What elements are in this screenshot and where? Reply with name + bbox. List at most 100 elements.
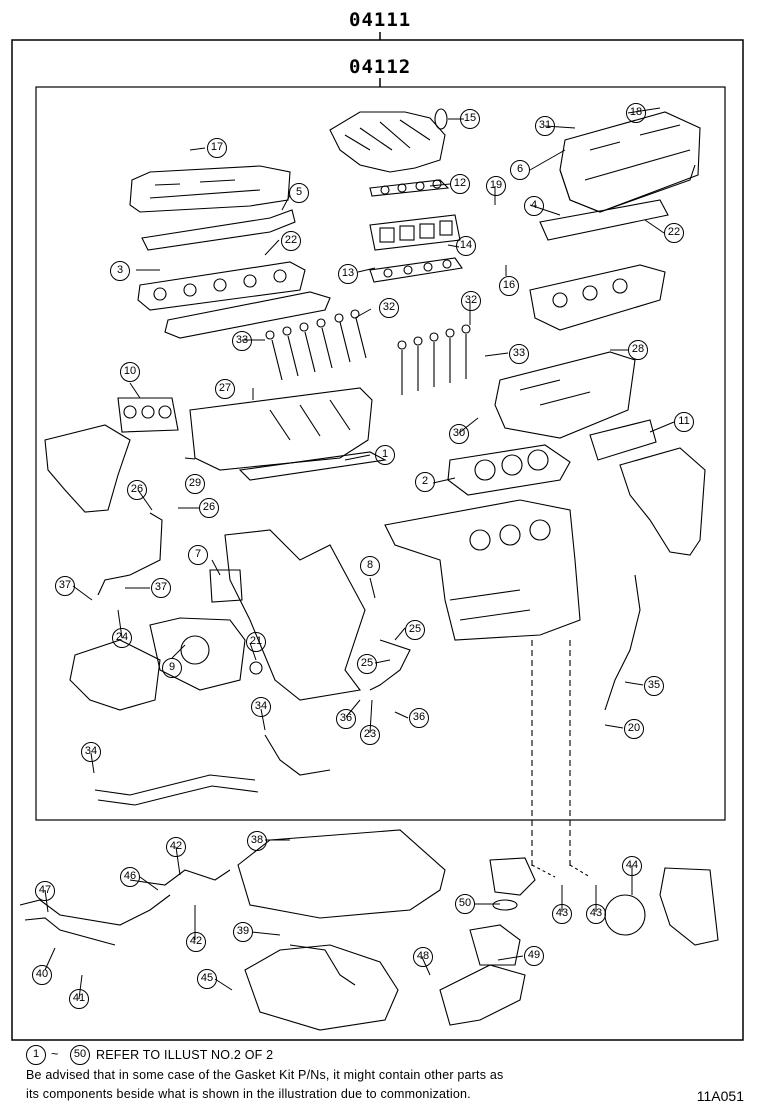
callout-25-upper: 25	[405, 620, 425, 640]
callout-15: 15	[460, 109, 480, 129]
callout-13: 13	[338, 264, 358, 284]
oil-dipstick-guide-part	[604, 574, 641, 711]
callout-9: 9	[162, 658, 182, 678]
water-bypass-hose-part	[97, 512, 163, 596]
callout-38: 38	[247, 831, 267, 851]
callout-48: 48	[413, 947, 433, 967]
callout-35: 35	[644, 676, 664, 696]
callout-21: 21	[246, 632, 266, 652]
callout-37-right: 37	[151, 578, 171, 598]
oil-filter-bracket-part	[489, 857, 536, 896]
left-valves-part	[271, 317, 367, 381]
callout-47: 47	[35, 881, 55, 901]
rear-oil-seal-retainer-part	[659, 867, 719, 946]
right-exhaust-manifold-part	[619, 447, 706, 556]
callout-32-right: 32	[461, 291, 481, 311]
callout-46: 46	[120, 867, 140, 887]
oil-pan-upper-part	[237, 829, 446, 919]
water-bypass-pipe-part	[129, 869, 231, 886]
callout-32-left: 32	[379, 298, 399, 318]
callout-3: 3	[110, 261, 130, 281]
right-cam-carrier-part	[529, 264, 666, 331]
right-exhaust-gasket-part	[589, 419, 657, 461]
intake-gasket-lower-part	[369, 257, 463, 283]
left-exhaust-manifold-part	[44, 424, 131, 513]
callout-17: 17	[207, 138, 227, 158]
callout-31: 31	[535, 116, 555, 136]
oil-pan-lower-part	[244, 944, 399, 1031]
callout-45: 45	[197, 969, 217, 989]
water-pump-part	[149, 617, 246, 691]
callout-34-upper: 34	[251, 697, 271, 717]
callout-41: 41	[69, 989, 89, 1009]
callout-43-left: 43	[552, 904, 572, 924]
callout-6: 6	[510, 160, 530, 180]
inner-kit-code: 04112	[349, 56, 412, 78]
water-outlet-pipe-part	[264, 734, 331, 776]
callout-7: 7	[188, 545, 208, 565]
callout-36-left: 36	[336, 709, 356, 729]
right-head-gasket-part	[447, 444, 571, 496]
callout-33-right: 33	[509, 344, 529, 364]
callout-29: 29	[185, 474, 205, 494]
oil-strainer-part	[289, 944, 356, 986]
callout-28: 28	[628, 340, 648, 360]
callout-39: 39	[233, 922, 253, 942]
callout-22-right: 22	[664, 223, 684, 243]
callout-20: 20	[624, 719, 644, 739]
front-crank-seal-part	[604, 894, 646, 936]
callout-14: 14	[456, 236, 476, 256]
gasket-kit-advice-line-2: its components beside what is shown in t…	[26, 1087, 471, 1101]
intake-plenum-part	[329, 111, 446, 173]
right-valves-part	[401, 334, 467, 395]
note-range-tilde: ~	[51, 1047, 59, 1061]
refer-illustration-note: REFER TO ILLUST NO.2 OF 2	[96, 1048, 274, 1062]
plenum-gasket-part	[434, 108, 448, 130]
intake-manifold-part	[369, 214, 461, 251]
left-cam-carrier-part	[164, 291, 331, 339]
timing-cover-part	[224, 529, 366, 701]
callout-34-lower: 34	[81, 742, 101, 762]
oil-pump-part	[69, 639, 161, 711]
note-range-start: 1	[26, 1045, 46, 1065]
callout-5: 5	[289, 183, 309, 203]
callout-37-left: 37	[55, 576, 75, 596]
inner-kit-frame	[35, 86, 726, 821]
callout-11: 11	[674, 412, 694, 432]
callout-33-left: 33	[232, 331, 252, 351]
water-inlet-housing-part	[19, 894, 171, 926]
callout-27: 27	[215, 379, 235, 399]
callout-22-left: 22	[281, 231, 301, 251]
callout-36-right: 36	[409, 708, 429, 728]
callout-23: 23	[360, 725, 380, 745]
callout-16: 16	[499, 276, 519, 296]
note-range-end: 50	[70, 1045, 90, 1065]
water-pump-gasket-part	[209, 569, 243, 603]
engine-block-part	[384, 499, 581, 641]
right-cylinder-head-part	[494, 351, 636, 439]
outer-kit-code: 04111	[349, 9, 412, 31]
callout-42-upper: 42	[166, 837, 186, 857]
oil-cooler-part	[469, 924, 521, 966]
callout-10: 10	[120, 362, 140, 382]
callout-1: 1	[375, 445, 395, 465]
callout-44: 44	[622, 856, 642, 876]
callout-49: 49	[524, 946, 544, 966]
right-cam-housing-part	[539, 199, 669, 241]
right-valve-cover-gasket-part	[559, 164, 696, 213]
callout-30: 30	[449, 424, 469, 444]
callout-26-upper: 26	[127, 480, 147, 500]
callout-4: 4	[524, 196, 544, 216]
left-exhaust-gasket-part	[117, 397, 179, 433]
callout-8: 8	[360, 556, 380, 576]
left-valve-cover-gasket-part	[141, 209, 296, 251]
callout-42-lower: 42	[186, 932, 206, 952]
outer-kit-frame	[11, 39, 744, 1041]
callout-12: 12	[450, 174, 470, 194]
left-valve-cover-part	[129, 165, 291, 213]
gasket-kit-advice-line-1: Be advised that in some case of the Gask…	[26, 1068, 504, 1082]
right-valve-cover-part	[559, 111, 701, 213]
intake-gasket-upper-part	[369, 179, 450, 197]
callout-24: 24	[112, 628, 132, 648]
